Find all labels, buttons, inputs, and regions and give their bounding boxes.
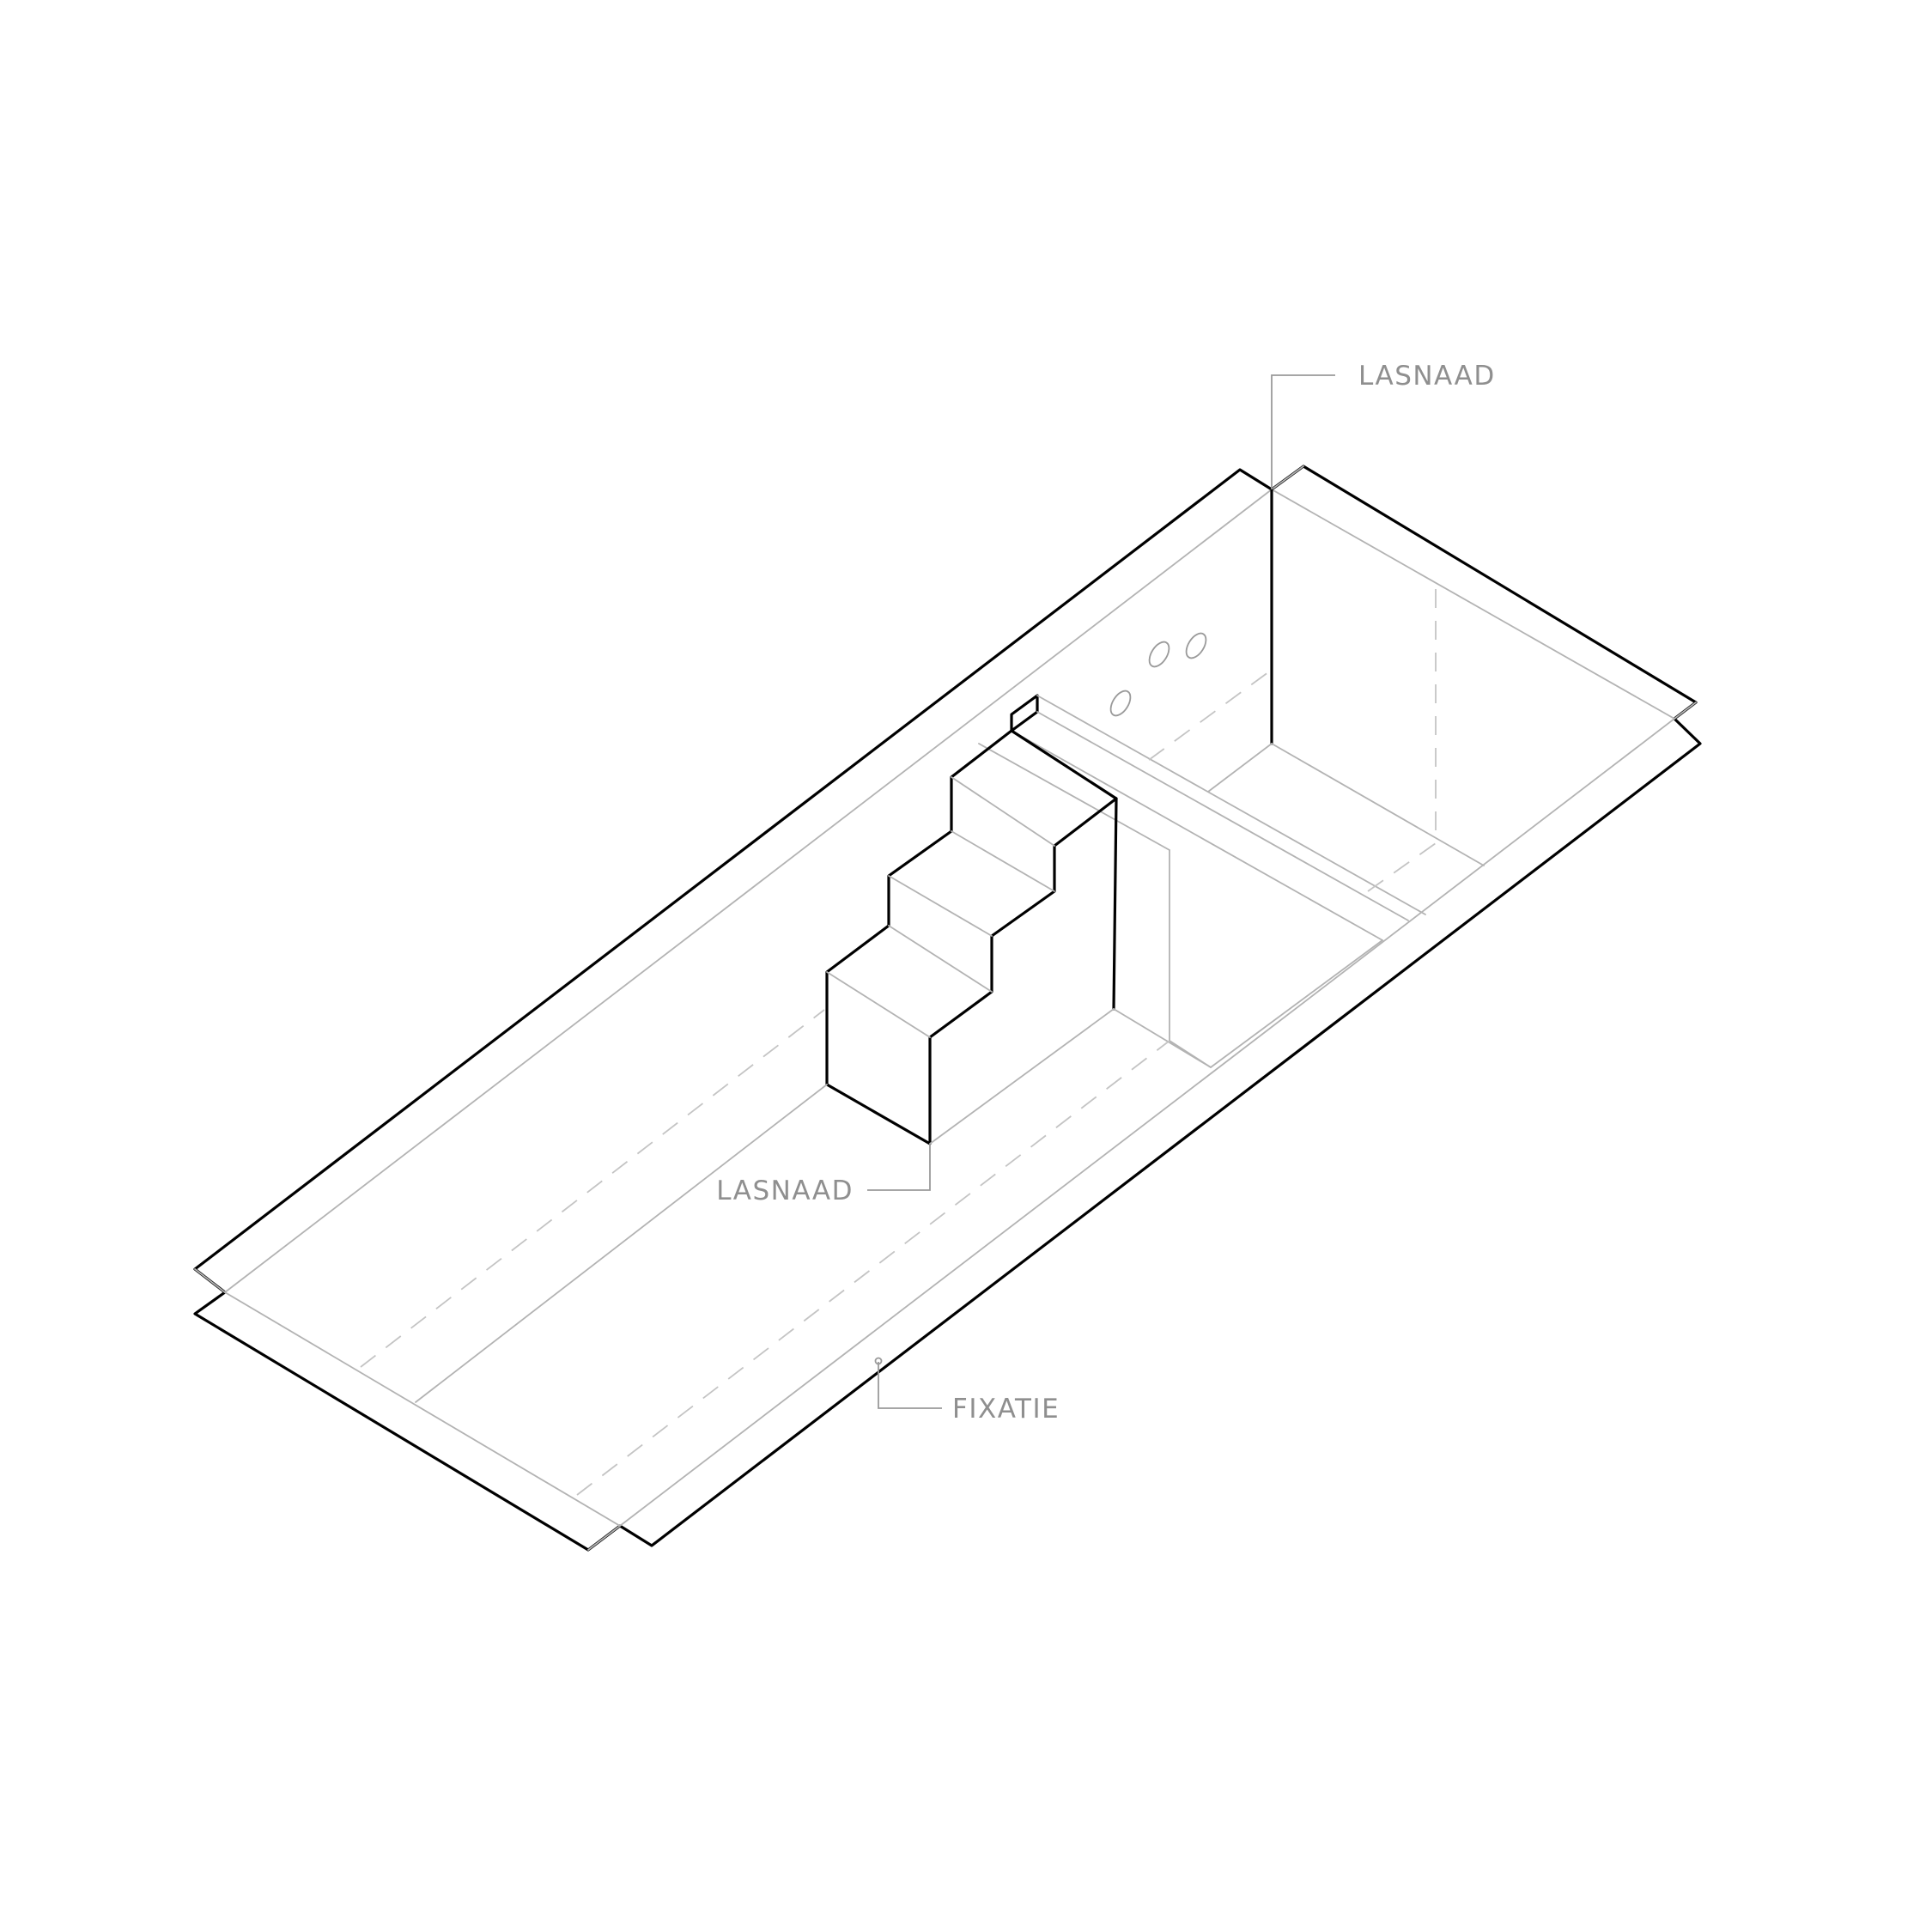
top-seam-leader [1271,374,1335,489]
inlet-nozzles [1109,632,1207,717]
labels: LASNAAD LASNAAD FIXATIE [716,361,1496,1425]
nozzle-2-icon [1148,641,1170,668]
top-seam-label: LASNAAD [1358,361,1496,392]
leader-lines [867,374,1335,1409]
deep-section-corner [1207,488,1485,866]
outer-flange-outline [193,465,1702,1552]
shallow-floor [415,939,1383,1403]
staircase [825,729,1212,1145]
hidden-edges [360,589,1437,1496]
stair-seam-leader [867,1144,931,1191]
nozzle-1-icon [1109,690,1132,717]
step-ledge [978,694,1426,1068]
stair-seam-label: LASNAAD [716,1176,854,1206]
pool-rim [194,465,1697,1551]
fixation-leader [878,1362,942,1409]
fixation-point-icon [874,1357,883,1365]
fixation-label: FIXATIE [952,1394,1060,1425]
nozzle-3-icon [1185,632,1207,659]
